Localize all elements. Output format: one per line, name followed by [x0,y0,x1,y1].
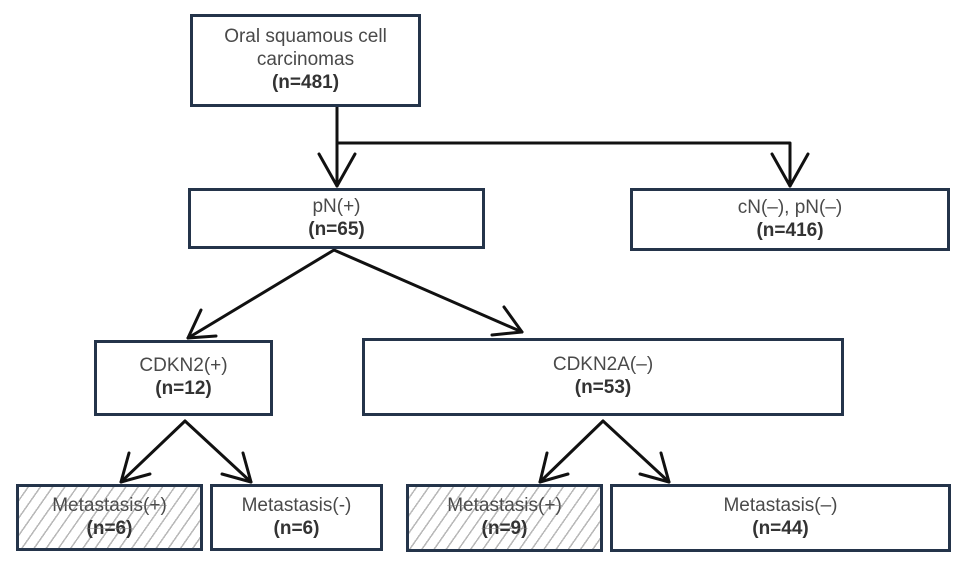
node-label: pN(+) [312,195,361,217]
node-metastasis-positive-cdkn2-pos: Metastasis(+) (n=6) [16,484,203,551]
edge-cdkn2-pos-to-met-neg-a [183,419,253,484]
node-cdkn2a-negative: CDKN2A(–) (n=53) [362,338,844,416]
node-count: (n=6) [86,517,133,539]
node-count: (n=65) [308,218,365,240]
edge-pn-pos-to-cdkn2-pos [186,248,336,340]
node-cdkn2-positive: CDKN2(+) (n=12) [94,340,273,416]
node-count: (n=481) [271,71,340,93]
node-label: Metastasis(–) [723,495,838,517]
node-metastasis-negative-cdkn2a-neg: Metastasis(–) (n=44) [610,484,951,552]
node-label: cN(–), pN(–) [737,196,843,218]
arrowhead-met-neg-b [638,451,671,484]
node-label: Oral squamous cell carcinomas [224,26,387,71]
node-pn-positive: pN(+) (n=65) [188,188,485,249]
edge-pn-pos-to-cdkn2a-neg [332,248,524,334]
arrowhead-met-pos-b [538,451,570,484]
node-count: (n=6) [273,517,320,539]
node-label: Metastasis(+) [52,494,167,516]
node-label: Metastasis(+) [447,495,562,517]
node-count: (n=9) [481,518,528,539]
node-label: Metastasis(-) [241,494,352,516]
arrowhead-cn-pn-neg [770,152,810,188]
edge-cdkn2a-neg-to-met-pos-b [538,419,605,484]
node-count: (n=44) [752,518,809,539]
arrowhead-cdkn2-pos [186,308,218,340]
node-count: (n=416) [756,219,824,241]
arrowhead-pn-pos [317,152,357,188]
arrowhead-met-neg-a [220,451,253,484]
node-label: CDKN2A(–) [552,354,654,376]
node-label: CDKN2(+) [139,355,228,377]
node-cn-pn-negative: cN(–), pN(–) (n=416) [630,188,950,251]
edge-cdkn2-pos-to-met-pos-a [119,419,187,484]
node-count: (n=12) [155,378,212,399]
node-oral-squamous-cell-carcinomas: Oral squamous cell carcinomas (n=481) [190,14,421,107]
node-metastasis-negative-cdkn2-pos: Metastasis(-) (n=6) [210,484,383,551]
edge-root-to-cn-pn-neg [335,141,792,188]
node-count: (n=53) [574,377,632,398]
node-metastasis-positive-cdkn2a-neg: Metastasis(+) (n=9) [406,484,603,552]
edge-cdkn2a-neg-to-met-neg-b [601,419,671,484]
arrowhead-met-pos-a [119,451,152,484]
arrowhead-cdkn2a-neg [490,305,524,337]
